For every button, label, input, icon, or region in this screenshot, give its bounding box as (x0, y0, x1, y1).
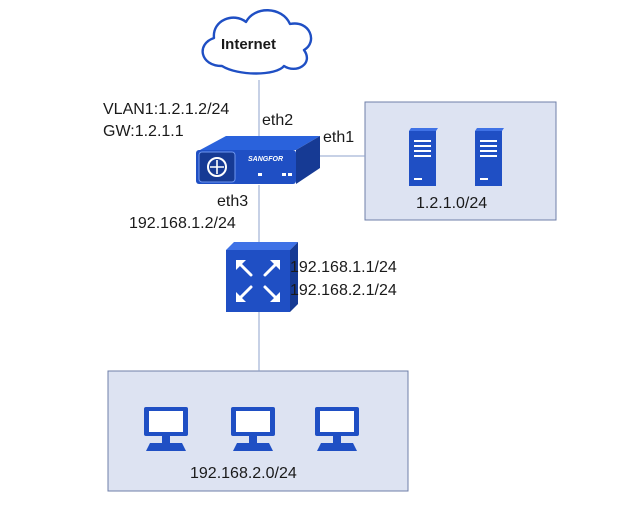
switch-ip1-label: 192.168.1.1/24 (290, 259, 397, 276)
port-eth3-label: eth3 (217, 193, 249, 210)
switch-icon (226, 242, 298, 312)
sangfor-firewall-icon (196, 136, 320, 184)
switch-ip2-label: 192.168.2.1/24 (290, 282, 397, 299)
server-zone (364, 101, 557, 221)
server-icon (409, 128, 438, 186)
server-subnet-label: 1.2.1.0/24 (416, 195, 488, 212)
internet-label: Internet (221, 36, 277, 53)
gateway-label: GW:1.2.1.1 (103, 123, 184, 140)
firewall-brand-label: SANGFOR (248, 156, 283, 163)
server-icon (475, 128, 504, 186)
lan-ip-label: 192.168.1.2/24 (129, 215, 236, 232)
port-eth1-label: eth1 (323, 129, 355, 146)
pc-icon (144, 407, 188, 451)
client-subnet-label: 192.168.2.0/24 (190, 465, 297, 482)
port-eth2-label: eth2 (262, 112, 294, 129)
wan-ip-label: VLAN1:1.2.1.2/24 (103, 101, 230, 118)
pc-icon (315, 407, 359, 451)
pc-icon (231, 407, 275, 451)
internet-cloud-icon (201, 9, 313, 75)
